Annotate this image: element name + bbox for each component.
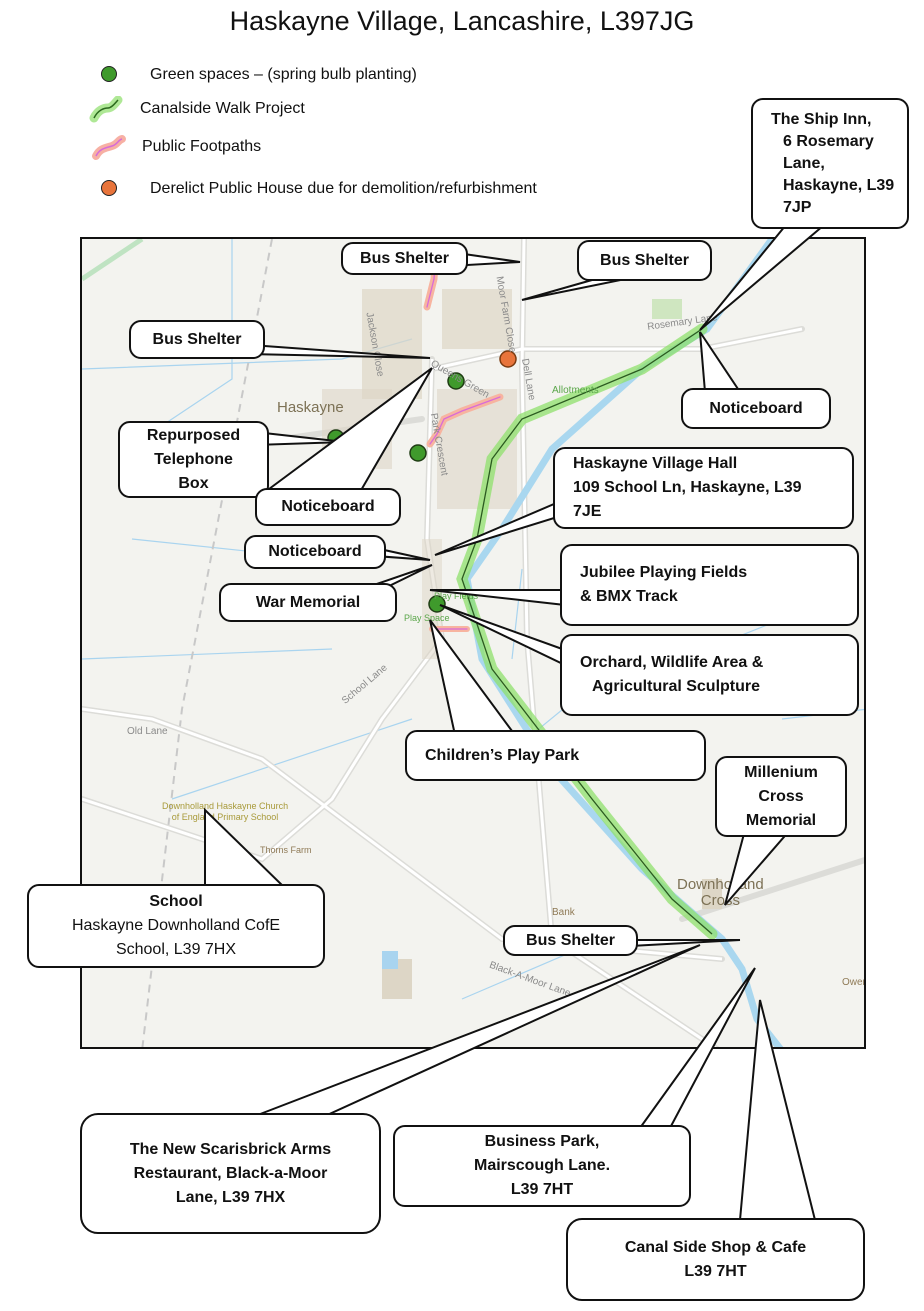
callout-label: Noticeboard — [268, 543, 362, 560]
callout-noticeboard-school-lane[interactable]: Noticeboard — [244, 535, 386, 569]
orange-dot-icon — [96, 176, 136, 202]
callout-label: Bus Shelter — [526, 931, 615, 949]
legend-label: Public Footpaths — [142, 138, 262, 155]
callout-label: Memorial — [745, 811, 817, 829]
callout-label: Children’s Play Park — [425, 746, 580, 764]
callout-bus-shelter-queens-green[interactable]: Bus Shelter — [129, 320, 265, 359]
callout-jubilee-playing-fields[interactable]: Jubilee Playing Fields & BMX Track — [560, 544, 859, 626]
legend-canalside-walk: Canalside Walk Project — [86, 95, 305, 123]
callout-millenium-cross-memorial[interactable]: Millenium Cross Memorial — [715, 756, 847, 837]
callout-canal-side-shop[interactable]: Canal Side Shop & Cafe L39 7HT — [566, 1218, 865, 1301]
callout-bus-shelter-north[interactable]: Bus Shelter — [341, 242, 468, 275]
callout-label: Haskayne Village Hall — [573, 455, 738, 472]
callout-school[interactable]: School Haskayne Downholland CofE School,… — [27, 884, 325, 968]
map-label-haskayne: Haskayne — [277, 399, 344, 416]
legend-green-spaces: Green spaces – (spring bulb planting) — [96, 62, 417, 88]
callout-label: 7JP — [783, 198, 812, 216]
callout-label: Agricultural Sculpture — [592, 678, 761, 695]
pink-path-icon — [88, 134, 128, 160]
map-label-thorns-farm: Thorns Farm — [260, 845, 312, 855]
callout-business-park[interactable]: Business Park, Mairscough Lane. L39 7HT — [393, 1125, 691, 1207]
map-label-play-fields: Play Fields — [434, 591, 479, 601]
callout-label: Box — [178, 474, 209, 492]
legend-derelict-pub: Derelict Public House due for demolition… — [96, 176, 537, 202]
callout-noticeboard-park-crescent[interactable]: Noticeboard — [255, 488, 401, 526]
callout-label: Telephone — [154, 450, 233, 468]
callout-label: Repurposed — [146, 426, 241, 444]
map-label-old-lane: Old Lane — [127, 726, 168, 737]
callout-telephone-box[interactable]: Repurposed Telephone Box — [118, 421, 269, 498]
callout-ship-inn[interactable]: The Ship Inn, 6 Rosemary Lane, Haskayne,… — [751, 98, 909, 229]
callout-label: War Memorial — [255, 593, 361, 611]
callout-label: Noticeboard — [709, 399, 803, 417]
callout-label: L39 7HT — [510, 1181, 574, 1198]
callout-village-hall[interactable]: Haskayne Village Hall 109 School Ln, Has… — [553, 447, 854, 529]
callout-label: Bus Shelter — [360, 249, 449, 267]
callout-label: Bus Shelter — [152, 330, 242, 348]
callout-label: Lane, L39 7HX — [175, 1188, 286, 1206]
legend-public-footpaths: Public Footpaths — [88, 134, 261, 160]
callout-childrens-play-park[interactable]: Children’s Play Park — [405, 730, 706, 781]
green-dot-icon — [96, 62, 136, 88]
callout-label: Bus Shelter — [600, 251, 689, 269]
callout-label: Cross — [758, 787, 804, 805]
callout-war-memorial[interactable]: War Memorial — [219, 583, 397, 622]
callout-label: & BMX Track — [580, 588, 678, 605]
callout-label: Mairscough Lane. — [473, 1157, 611, 1174]
callout-label: The Ship Inn, — [771, 110, 872, 128]
callout-label: Lane, — [783, 154, 825, 172]
callout-new-scarisbrick-arms[interactable]: The New Scarisbrick Arms Restaurant, Bla… — [80, 1113, 381, 1234]
page-title: Haskayne Village, Lancashire, L397JG — [229, 6, 695, 36]
callout-label: L39 7HT — [684, 1262, 747, 1280]
derelict-pub-marker — [499, 350, 517, 368]
map-label-owen: Owen — [842, 977, 866, 988]
callout-label: Millenium — [744, 763, 818, 781]
callout-orchard-wildlife-area[interactable]: Orchard, Wildlife Area & Agricultural Sc… — [560, 634, 859, 716]
map-label-allotments: Allotments — [552, 385, 599, 396]
map-label-bank: Bank — [552, 907, 575, 918]
callout-label: The New Scarisbrick Arms — [129, 1140, 332, 1158]
callout-label: 6 Rosemary — [783, 132, 874, 150]
callout-label: 109 School Ln, Haskayne, L39 — [573, 479, 802, 496]
callout-label: Business Park, — [484, 1133, 600, 1150]
callout-title: School — [149, 893, 203, 910]
green-path-icon — [86, 95, 126, 123]
map-label-play-space: Play Space — [404, 613, 450, 623]
legend-label: Green spaces – (spring bulb planting) — [150, 66, 417, 83]
callout-label: School, L39 7HX — [115, 941, 237, 958]
callout-label: Orchard, Wildlife Area & — [580, 654, 764, 671]
legend-label: Derelict Public House due for demolition… — [150, 180, 537, 197]
callout-bus-shelter-downholland[interactable]: Bus Shelter — [503, 925, 638, 956]
callout-label: Haskayne, L39 — [783, 176, 895, 194]
callout-label: Noticeboard — [281, 498, 375, 515]
callout-label: Haskayne Downholland CofE — [71, 917, 281, 934]
callout-bus-shelter-dell-lane[interactable]: Bus Shelter — [577, 240, 712, 281]
callout-label: Jubilee Playing Fields — [580, 564, 748, 581]
callout-label: Canal Side Shop & Cafe — [624, 1238, 807, 1256]
legend-label: Canalside Walk Project — [140, 100, 305, 117]
callout-label: Restaurant, Black-a-Moor — [133, 1164, 328, 1182]
callout-noticeboard-rosemary-lane[interactable]: Noticeboard — [681, 388, 831, 429]
callout-label: 7JE — [573, 503, 602, 520]
